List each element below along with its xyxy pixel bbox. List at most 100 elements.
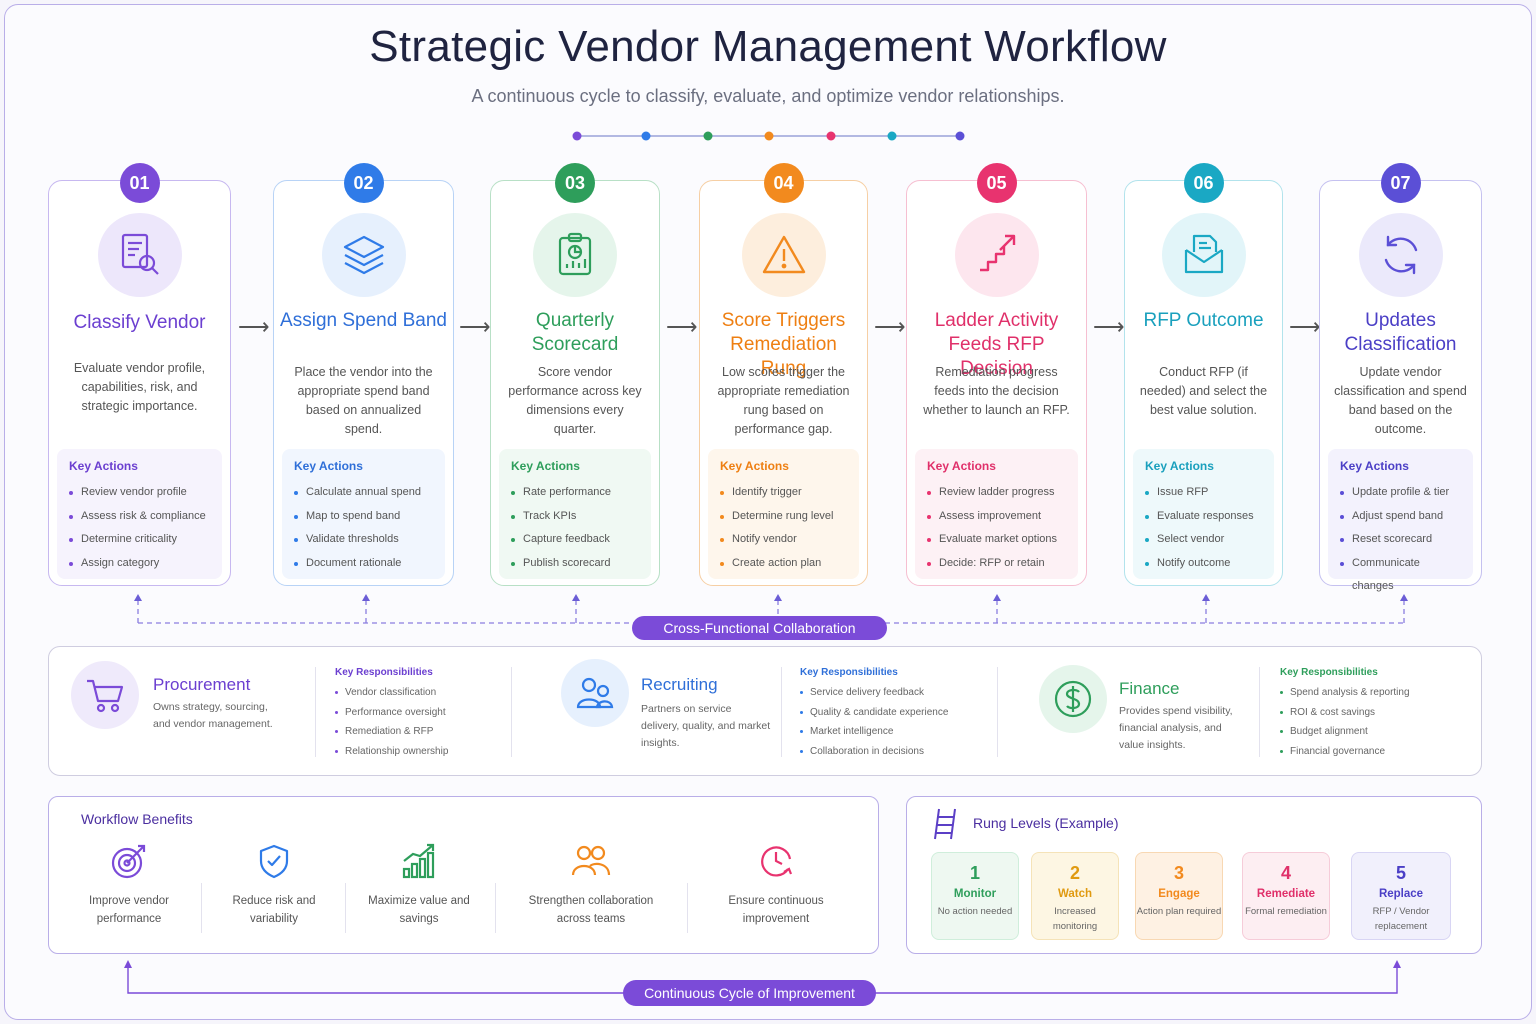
divider: [511, 667, 512, 757]
rung-description: RFP / Vendor replacement: [1372, 906, 1430, 932]
document-search-icon: [97, 213, 182, 297]
action-item: Reset scorecard: [1340, 528, 1461, 552]
benefit-label: Maximize value and savings: [368, 895, 470, 925]
key-actions-title: Key Actions: [511, 459, 580, 473]
action-item: Notify outcome: [1145, 552, 1262, 576]
team-icon: [571, 845, 611, 876]
action-item: Capture feedback: [511, 528, 639, 552]
responsibility-item: ROI & cost savings: [1280, 703, 1410, 723]
step-card-3[interactable]: 03 Quarterly Scorecard Score vendor perf…: [490, 163, 660, 586]
action-item: Select vendor: [1145, 528, 1262, 552]
action-item: Assess risk & compliance: [69, 505, 210, 529]
step-title: Classify Vendor: [73, 312, 206, 333]
step-number: 06: [1183, 163, 1224, 203]
teams-panel: Procurement Owns strategy, sourcing, and…: [48, 646, 1482, 776]
benefit-item: Improve vendor performance: [69, 841, 189, 928]
rung-level-4: 4 Remediate Formal remediation: [1242, 852, 1330, 940]
divider: [315, 667, 316, 757]
action-item: Decide: RFP or retain: [927, 552, 1066, 576]
action-item: Validate thresholds: [294, 528, 433, 552]
team-name: Finance: [1119, 679, 1180, 698]
step-card-1[interactable]: 01 Classify Vendor Evaluate vendor profi…: [48, 163, 231, 586]
rung-number: 5: [1395, 863, 1406, 883]
responsibility-item: Quality & candidate experience: [800, 703, 948, 723]
action-item: Calculate annual spend: [294, 481, 433, 505]
step-card-2[interactable]: 02 Assign Spend Band Place the vendor in…: [273, 163, 454, 586]
team-description: Provides spend visibility, financial ana…: [1119, 705, 1233, 751]
step-card-5[interactable]: 05 Ladder Activity Feeds RFP Decision Re…: [906, 163, 1087, 586]
rung-label: Remediate: [1256, 888, 1316, 900]
action-item: Rate performance: [511, 481, 639, 505]
step-description: Place the vendor into the appropriate sp…: [294, 365, 433, 436]
responsibility-item: Financial governance: [1280, 742, 1410, 762]
action-item: Determine rung level: [720, 505, 847, 529]
responsibility-item: Spend analysis & reporting: [1280, 683, 1410, 703]
divider: [345, 883, 346, 933]
responsibility-item: Remediation & RFP: [335, 722, 448, 742]
key-actions-title: Key Actions: [69, 459, 138, 473]
action-item: Evaluate responses: [1145, 505, 1262, 529]
rung-number: 1: [969, 863, 980, 883]
responsibility-item: Service delivery feedback: [800, 683, 948, 703]
envelope-document-icon: [1161, 213, 1246, 297]
action-item: Review ladder progress: [927, 481, 1066, 505]
action-item: Assign category: [69, 552, 210, 576]
team-description: Partners on service delivery, quality, a…: [641, 703, 771, 749]
rung-level-3: 3 Engage Action plan required: [1135, 852, 1223, 940]
step-description: Score vendor performance across key dime…: [508, 365, 642, 436]
cart-icon: [71, 661, 139, 729]
step-title: RFP Outcome: [1143, 310, 1264, 331]
action-item: Track KPIs: [511, 505, 639, 529]
divider: [1259, 667, 1260, 757]
rung-label: Replace: [1378, 888, 1424, 900]
shield-check-icon: [259, 844, 289, 879]
key-responsibilities-title: Key Responsibilities: [800, 667, 898, 678]
benefit-item: Reduce risk and variability: [219, 841, 329, 928]
rung-levels-panel: Rung Levels (Example) 1 Monitor No actio…: [906, 796, 1482, 954]
step-number: 07: [1380, 163, 1421, 203]
dollar-icon: [1039, 665, 1107, 733]
step-title: Assign Spend Band: [280, 310, 447, 331]
step-description: Conduct RFP (if needed) and select the b…: [1139, 365, 1268, 417]
rung-description: Formal remediation: [1245, 906, 1327, 917]
step-card-6[interactable]: 06 RFP Outcome Conduct RFP (if needed) a…: [1124, 163, 1283, 586]
action-item: Create action plan: [720, 552, 847, 576]
team-name: Recruiting: [641, 675, 718, 694]
key-actions-title: Key Actions: [720, 459, 789, 473]
rung-label: Watch: [1057, 888, 1093, 900]
step-card-4[interactable]: 04 Score Triggers Remediation Rung Low s…: [699, 163, 868, 586]
action-item: Map to spend band: [294, 505, 433, 529]
responsibility-item: Relationship ownership: [335, 742, 448, 762]
benefit-item: Strengthen collaboration across teams: [515, 841, 667, 928]
growth-chart-icon: [402, 843, 435, 879]
rung-number: 4: [1280, 863, 1291, 883]
page-title: Strategic Vendor Management Workflow: [369, 22, 1167, 71]
continuous-cycle-label: Continuous Cycle of Improvement: [623, 980, 876, 1006]
step-title: Score Triggers Remediation Rung: [721, 310, 846, 379]
responsibility-item: Budget alignment: [1280, 722, 1410, 742]
action-item: Review vendor profile: [69, 481, 210, 505]
color-dots-divider: [572, 131, 965, 141]
step-card-7[interactable]: 07 Updates Classification Update vendor …: [1319, 163, 1482, 592]
rung-number: 2: [1069, 863, 1080, 883]
step-number: 05: [976, 163, 1017, 203]
rung-description: No action needed: [937, 906, 1013, 917]
divider: [687, 883, 688, 933]
step-number: 02: [343, 163, 384, 203]
benefits-title: Workflow Benefits: [81, 811, 193, 827]
rung-description: Action plan required: [1136, 906, 1222, 917]
arrow-right-icon: ⟶: [666, 314, 698, 339]
action-item: Document rationale: [294, 552, 433, 576]
divider: [495, 883, 496, 933]
rung-number: 3: [1173, 863, 1184, 883]
step-title: Updates Classification: [1344, 310, 1457, 355]
action-item: Evaluate market options: [927, 528, 1066, 552]
key-actions-title: Key Actions: [1340, 459, 1409, 473]
rung-level-1: 1 Monitor No action needed: [931, 852, 1019, 940]
responsibility-item: Vendor classification: [335, 683, 448, 703]
collaboration-label: Cross-Functional Collaboration: [632, 616, 887, 640]
